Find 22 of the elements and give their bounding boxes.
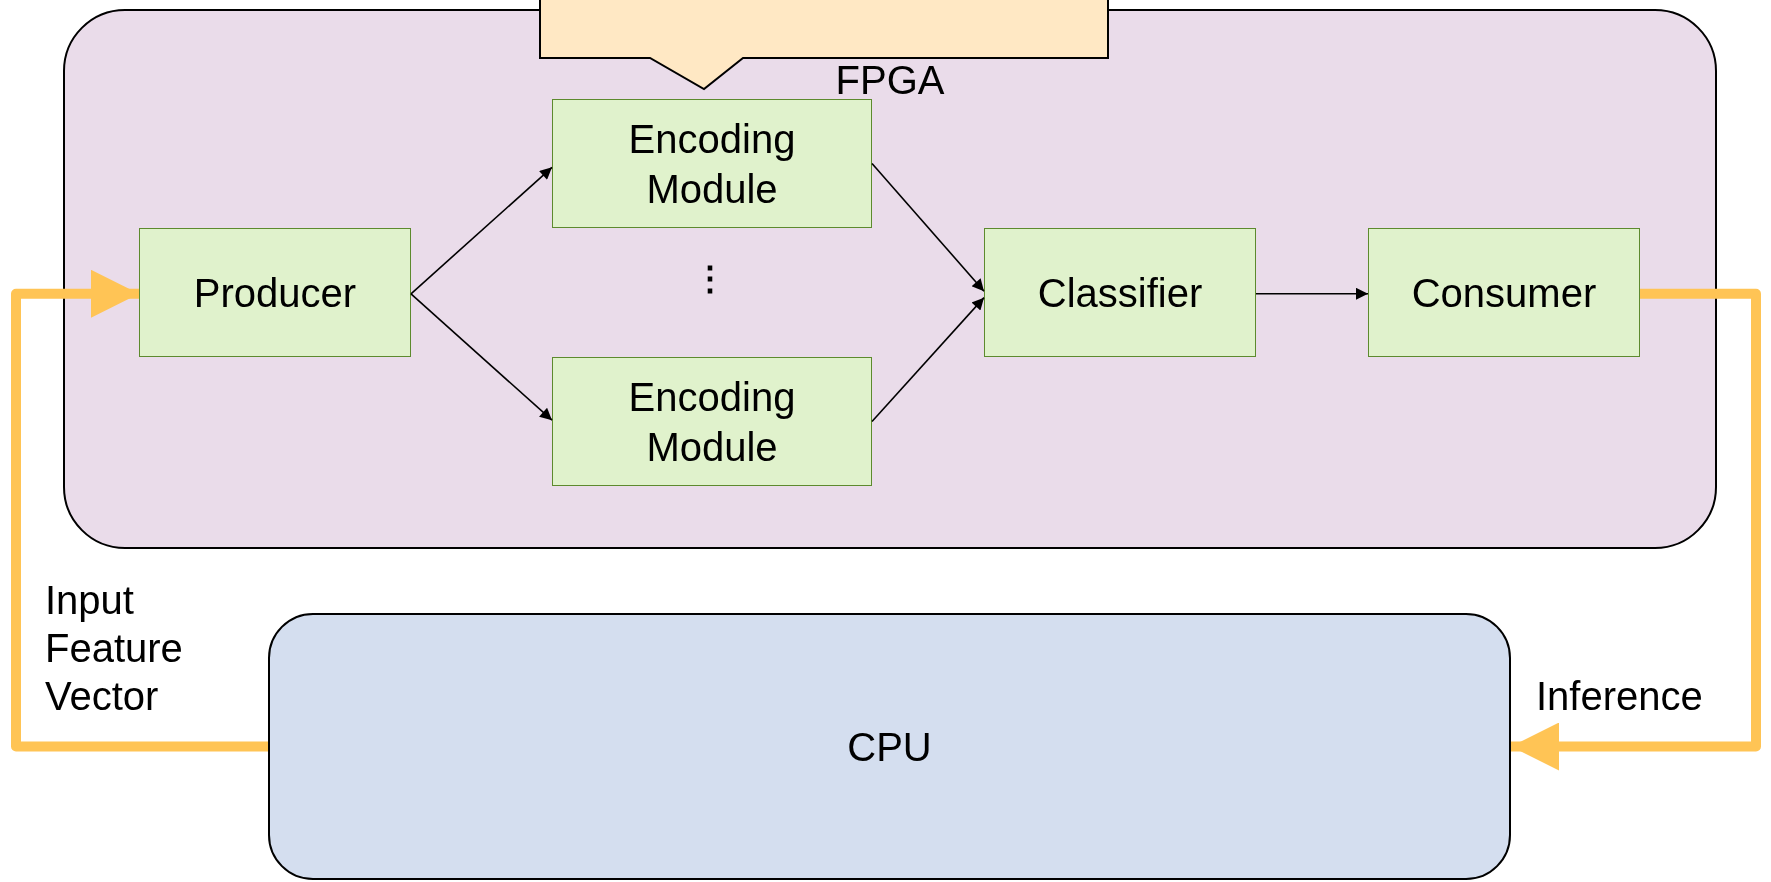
process-box	[552, 99, 872, 228]
node-label: Encoding Module	[627, 115, 797, 213]
node-label: CPU	[847, 723, 932, 771]
cpu-box	[268, 613, 1511, 880]
fpga-container	[63, 9, 1717, 549]
node-label: Consumer	[1411, 269, 1597, 317]
ellipsis-mark: ⋮	[693, 258, 727, 298]
arrow	[410, 166, 553, 295]
process-box	[552, 357, 872, 486]
node-label: Classifier	[1037, 269, 1203, 317]
process-box	[1368, 228, 1640, 357]
thick-arrow	[11, 269, 268, 752]
node-label: Producer	[193, 269, 357, 317]
process-box	[139, 228, 411, 357]
arrow	[871, 162, 985, 292]
process-box	[984, 228, 1256, 357]
arrow	[871, 296, 985, 423]
arrow	[1255, 287, 1369, 300]
thick-arrow	[1511, 288, 1761, 771]
container-label: FPGA	[834, 57, 946, 104]
arrow	[410, 293, 553, 421]
node-label: Encoding Module	[627, 373, 797, 471]
